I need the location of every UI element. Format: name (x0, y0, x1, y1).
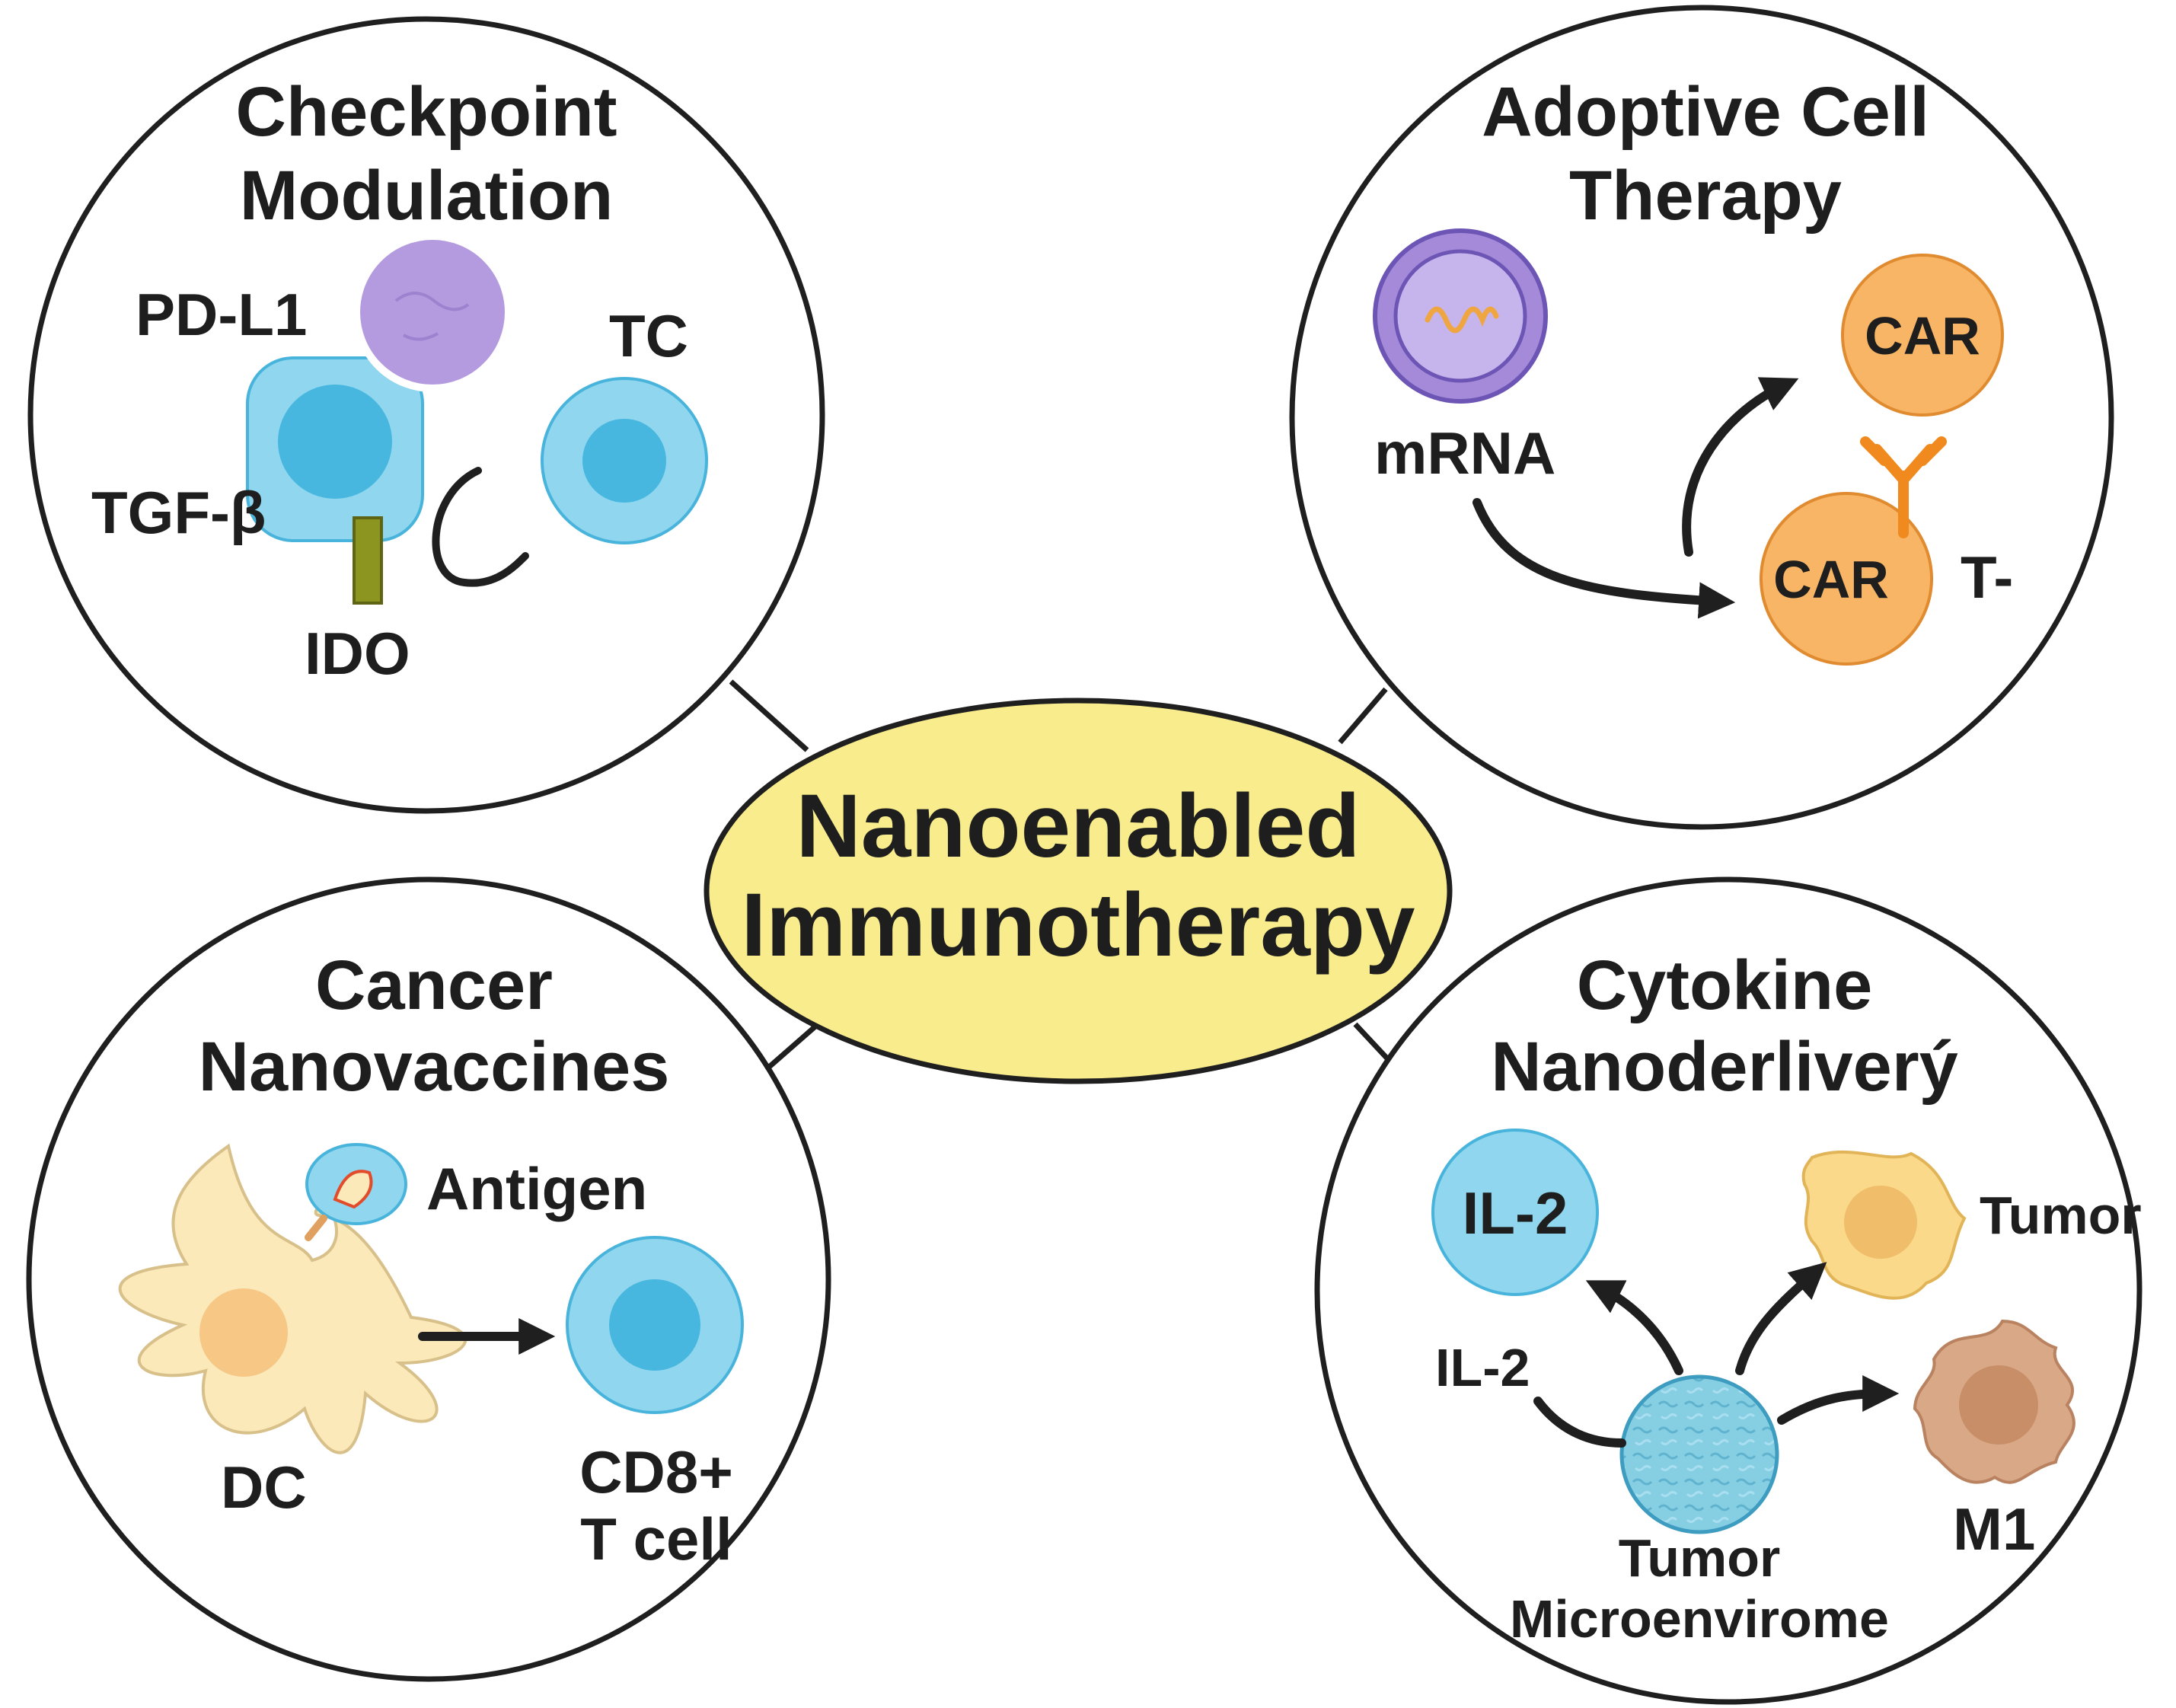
center-title-line1: Nanoenabled (796, 776, 1361, 876)
vaccines-title-line2: Nanovaccines (199, 1028, 670, 1106)
antibody-receptor-icon (1860, 436, 1947, 538)
mrna-label: mRNA (1374, 420, 1555, 487)
tme-to-tumor-arrow (1735, 1262, 1827, 1375)
checkpoint-title-line2: Modulation (240, 157, 614, 235)
tme-label-line1: Tumor (1619, 1528, 1781, 1588)
dc-label: DC (221, 1454, 307, 1521)
cytokine-panel: Cytokine Nanoderliverý IL-2 Tumor M1 IL-… (1314, 876, 2142, 1705)
tumor-label: Tumor (1980, 1186, 2142, 1245)
crescent-receptor (432, 467, 529, 587)
cd8-t-cell (566, 1236, 744, 1414)
pdl1-purple-cell (353, 232, 512, 392)
cytokine-circle (1314, 876, 2142, 1705)
vaccines-circle (26, 876, 831, 1682)
tme-to-m1-arrow (1777, 1375, 1900, 1425)
il2-cell-label: IL-2 (1463, 1180, 1568, 1247)
car-top-label: CAR (1865, 306, 1980, 366)
car-top-cell (1841, 254, 2004, 417)
tumor-cell-square (246, 356, 424, 542)
vaccines-panel: Cancer Nanovaccines Antigen DC CD8+ T ce… (26, 876, 831, 1682)
tumor-cell-yellow (1801, 1150, 1967, 1300)
center-ellipse (704, 698, 1453, 1084)
checkpoint-circle (27, 16, 825, 814)
vaccines-title-line1: Cancer (315, 947, 553, 1024)
adoptive-title-line1: Adoptive Cell (1482, 73, 1929, 151)
tc-cell (541, 377, 708, 544)
t-dash-label: T- (1961, 544, 2013, 611)
il2-cell (1431, 1129, 1599, 1296)
cytokine-title-line1: Cytokine (1577, 947, 1873, 1024)
m1-label: M1 (1953, 1496, 2035, 1563)
m1-macrophage (1913, 1319, 2075, 1484)
mrna-nanoparticle (1373, 228, 1548, 404)
tgfb-label: TGF-β (91, 479, 266, 546)
tumor-microenvironment-particle (1619, 1374, 1779, 1534)
tme-label-line2: Microenvirome (1510, 1589, 1889, 1649)
car-t-bottom-cell (1760, 436, 1947, 666)
adoptive-title-line2: Therapy (1569, 157, 1842, 235)
checkpoint-title-line1: Checkpoint (236, 73, 617, 151)
il2-side-label: IL-2 (1435, 1338, 1530, 1397)
tme-to-il2-arrow (1585, 1280, 1683, 1375)
antigen-particle (305, 1143, 407, 1241)
pdl1-label: PD-L1 (136, 281, 307, 348)
mrna-to-cart-arrow (1472, 498, 1736, 619)
il2-to-tme-curve (1533, 1397, 1626, 1448)
cd8-label-line2: T cell (580, 1505, 732, 1572)
checkpoint-panel: Checkpoint Modulation PD-L1 TC TGF-β IDO (27, 16, 825, 814)
cart-to-car-arrow (1682, 377, 1799, 557)
center-node: Nanoenabled Immunotherapy (704, 698, 1453, 1084)
adoptive-panel: Adoptive Cell Therapy mRNA CAR CAR T- (1289, 5, 2114, 830)
ido-label: IDO (305, 620, 410, 687)
ido-green-bar (353, 516, 383, 605)
car-bottom-label: CAR (1773, 550, 1889, 609)
cd8-label-line1: CD8+ (579, 1438, 733, 1505)
center-title-line2: Immunotherapy (741, 875, 1415, 975)
antigen-label: Antigen (426, 1155, 647, 1222)
tc-label: TC (609, 302, 688, 369)
dendritic-cell (118, 1143, 467, 1454)
cytokine-title-line2: Nanoderliverý (1491, 1028, 1958, 1106)
